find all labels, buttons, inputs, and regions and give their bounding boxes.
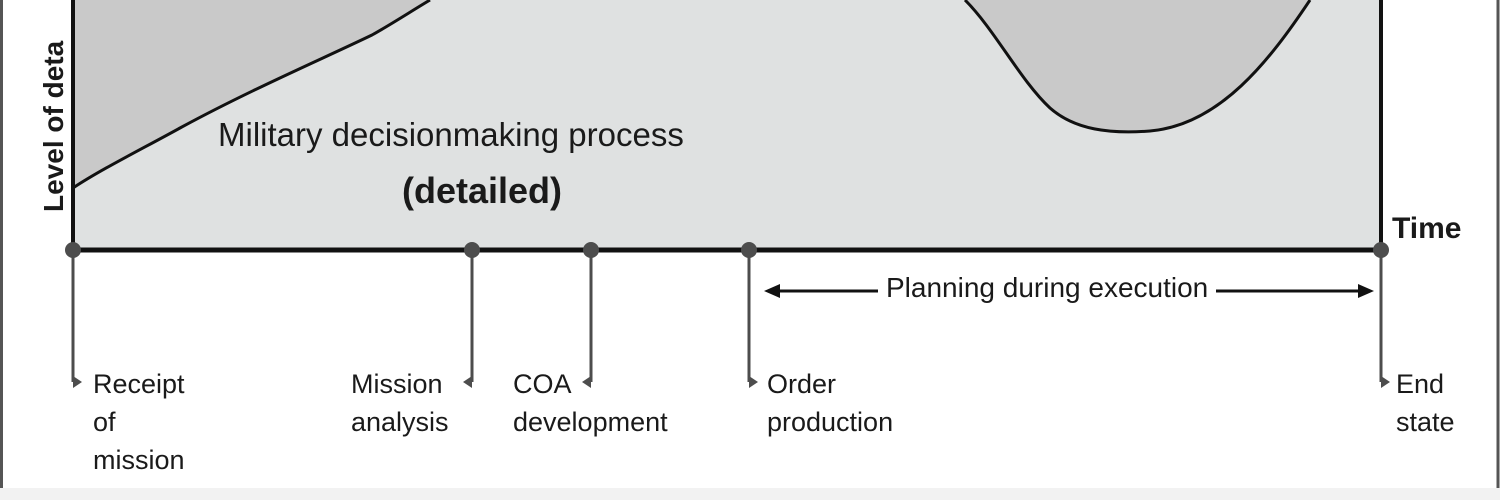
milestone-label-line: COA bbox=[513, 369, 572, 399]
process-title: Military decisionmaking process bbox=[218, 116, 684, 153]
milestone-label-line: Receipt bbox=[93, 369, 185, 399]
milestone-marker-receipt bbox=[65, 242, 82, 388]
milestone-label-line: Mission bbox=[351, 369, 443, 399]
milestone-label-line: production bbox=[767, 407, 894, 437]
detail-curve-right bbox=[963, 0, 1312, 134]
milestone-marker-end-state bbox=[1373, 242, 1390, 388]
milestone-label-line: of bbox=[93, 407, 116, 437]
milestone-label-line: development bbox=[513, 407, 668, 437]
milestone-label-line: state bbox=[1396, 407, 1455, 437]
milestone-label-line: End bbox=[1396, 369, 1445, 399]
milestone-marker-order-production bbox=[741, 242, 758, 388]
milestone-label-order-production: Order production bbox=[767, 365, 893, 441]
process-subtitle: (detailed) bbox=[402, 170, 563, 211]
milestone-marker-mission-analysis bbox=[463, 242, 480, 388]
milestone-marker-coa-development bbox=[582, 242, 599, 388]
detail-curve-left bbox=[72, 0, 431, 190]
milestone-label-mission-analysis: Mission analysis bbox=[351, 365, 449, 441]
y-axis-label: Level of deta bbox=[38, 40, 69, 212]
planning-during-execution-label: Planning during execution bbox=[878, 272, 1217, 304]
detail-region-left bbox=[73, 0, 430, 188]
milestone-label-coa-development: COA development bbox=[513, 365, 668, 441]
milestone-label-line: mission bbox=[93, 445, 185, 475]
milestone-label-line: Order bbox=[767, 369, 837, 399]
milestone-label-line: analysis bbox=[351, 407, 449, 437]
x-axis-label: Time bbox=[1392, 212, 1462, 245]
milestone-label-receipt: Receipt of mission bbox=[93, 365, 185, 479]
bottom-border-band bbox=[0, 488, 1500, 500]
milestone-label-end-state: End state bbox=[1396, 365, 1455, 441]
